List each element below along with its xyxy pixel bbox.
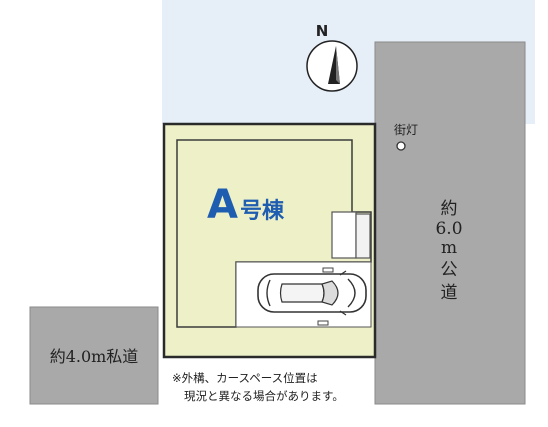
compass-letter: N — [316, 22, 329, 40]
note-line-1: ※外構、カースペース位置は — [172, 371, 318, 385]
building-prefix: A — [207, 182, 238, 228]
parking-stop-top — [322, 267, 334, 273]
public-road-char-2: 6.0 — [435, 219, 462, 239]
car — [257, 270, 367, 316]
parking-stop-bottom — [317, 320, 329, 326]
public-road-char-1: 約 — [441, 199, 458, 219]
street-light-icon — [396, 141, 406, 151]
building-suffix: 号棟 — [240, 198, 285, 224]
street-light-label: 街灯 — [394, 123, 418, 137]
private-road-label: 約4.0m私道 — [50, 347, 139, 366]
north-compass-icon: N — [306, 22, 358, 92]
equipment-box — [331, 211, 357, 259]
equipment-box-side — [355, 213, 371, 259]
public-road-char-4: 公 — [441, 260, 458, 280]
public-road-char-3: m — [441, 238, 457, 258]
private-road — [29, 306, 159, 405]
building-label: A号棟 — [207, 182, 285, 228]
note-line-2: 現況と異なる場合があります。 — [184, 389, 344, 403]
public-road — [374, 41, 526, 405]
public-road-char-5: 道 — [441, 283, 458, 303]
public-road-label: 約 6.0 m 公 道 — [435, 199, 462, 303]
